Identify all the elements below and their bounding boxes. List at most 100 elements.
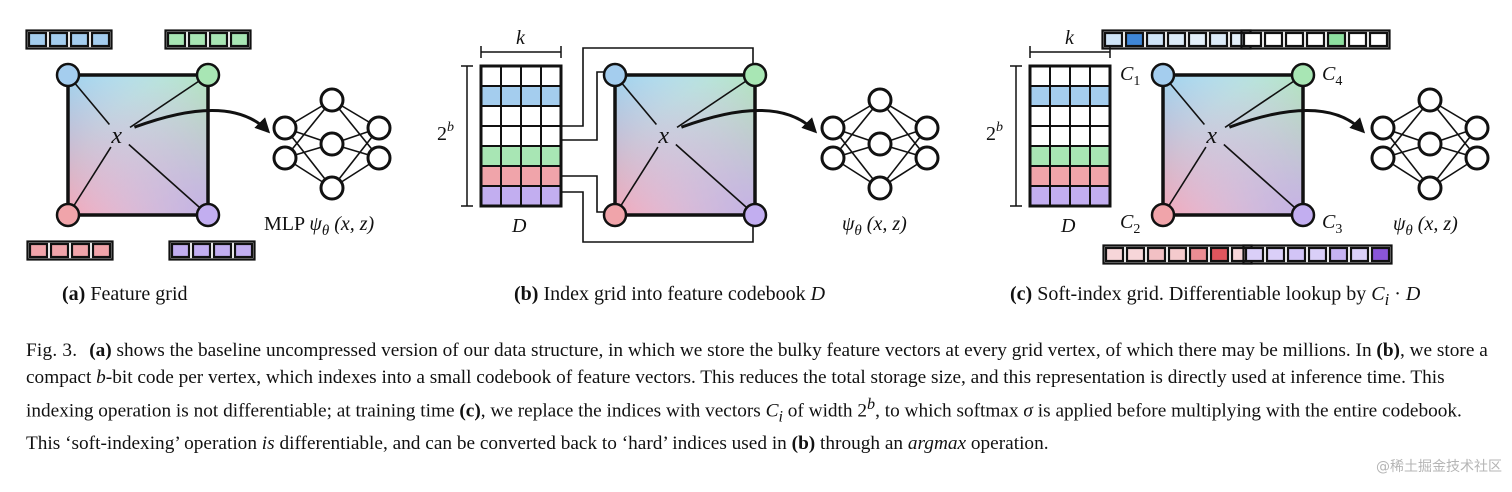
feature-cell: [233, 242, 254, 259]
mlp-neuron: [272, 115, 298, 141]
feature-cell: [1286, 246, 1307, 263]
feature-cell: [1208, 31, 1229, 48]
grid-cell-tint-purple: [1163, 75, 1303, 215]
feature-cell: [1307, 246, 1328, 263]
feature-grid-cell: x: [55, 62, 271, 228]
index-wire: [561, 47, 754, 127]
codebook-width-label: k: [516, 27, 526, 49]
grid-cell-border: [613, 73, 757, 217]
codebook-cell: [520, 145, 542, 167]
mlp-label: ψθ (x, z): [842, 213, 907, 239]
vertex-feature-vector-blue: [25, 29, 113, 50]
corner-label-c3: C3: [1322, 211, 1342, 237]
feature-cell: [191, 242, 212, 259]
index-grid-cell: x: [602, 62, 818, 228]
codebook-cell: [1089, 145, 1111, 167]
grid-cell-border: [1161, 73, 1305, 217]
codebook-cell: [500, 125, 522, 147]
codebook-cell: [480, 185, 502, 207]
codebook-cell: [1069, 185, 1091, 207]
codebook-cell: [500, 185, 522, 207]
interpolation-line: [1223, 143, 1304, 216]
codebook-border: [1028, 64, 1112, 208]
interpolation-line: [128, 143, 209, 216]
feature-cell: [1124, 31, 1145, 48]
grid-vertex: [742, 202, 768, 228]
codebook-cell: [1049, 85, 1071, 107]
codebook-height-label: 2b: [437, 120, 454, 145]
codebook-cell: [520, 185, 542, 207]
codebook-cell: [540, 85, 562, 107]
codebook-cell: [1049, 165, 1071, 187]
feature-cell: [1347, 31, 1368, 48]
codebook-cell: [540, 125, 562, 147]
codebook-cell: [540, 165, 562, 187]
codebook-cell: [1089, 185, 1111, 207]
mlp-neuron: [319, 87, 345, 113]
watermark: @稀土掘金技术社区: [1376, 459, 1502, 475]
mlp-network: [272, 87, 392, 201]
codebook-cell: [520, 65, 542, 87]
grid-vertex: [742, 62, 768, 88]
mlp-neuron: [1370, 115, 1396, 141]
soft-index-vector-c1: [1101, 29, 1252, 50]
feature-vector-border: [1240, 29, 1391, 50]
feature-cell: [1103, 31, 1124, 48]
codebook-cell: [1089, 125, 1111, 147]
feature-cell: [1370, 246, 1391, 263]
codebook-cell: [1029, 125, 1051, 147]
mlp-neuron: [820, 115, 846, 141]
grid-vertex: [55, 202, 81, 228]
mlp-edge: [1382, 127, 1431, 189]
feature-cell: [27, 31, 48, 48]
mlp-neuron: [867, 175, 893, 201]
feature-cell: [212, 242, 233, 259]
codebook-cell: [500, 105, 522, 127]
codebook-cell: [1029, 105, 1051, 127]
interpolation-line: [129, 74, 209, 129]
codebook-cell: [1069, 85, 1091, 107]
feature-cell: [1326, 31, 1347, 48]
mlp-neuron: [1370, 145, 1396, 171]
feature-vector-border: [25, 29, 113, 50]
feature-cell: [1368, 31, 1389, 48]
feature-cell: [48, 31, 69, 48]
mlp-neuron: [867, 87, 893, 113]
feature-cell: [1145, 31, 1166, 48]
codebook-cell: [1069, 105, 1091, 127]
codebook-label: D: [1060, 215, 1076, 237]
grid-vertex: [55, 62, 81, 88]
codebook-cell: [1049, 185, 1071, 207]
corner-label-c1: C1: [1120, 63, 1140, 89]
codebook-cell: [520, 105, 542, 127]
mlp-edge: [284, 127, 333, 189]
mlp-neuron: [1464, 145, 1490, 171]
mlp-neuron: [867, 131, 893, 157]
codebook-cell: [1049, 125, 1071, 147]
mlp-neuron: [1464, 115, 1490, 141]
codebook-cell: [1029, 145, 1051, 167]
codebook-cell: [520, 125, 542, 147]
mlp-neuron: [914, 115, 940, 141]
soft-index-vector-c3: [1242, 244, 1393, 265]
mlp-edge: [331, 127, 380, 189]
feature-cell: [1263, 31, 1284, 48]
figure-label: Fig. 3.: [26, 340, 78, 361]
codebook-cell: [480, 145, 502, 167]
codebook-cell: [1049, 65, 1071, 87]
feature-vector-border: [168, 240, 256, 261]
codebook-cell: [480, 165, 502, 187]
feature-cell: [1328, 246, 1349, 263]
panel-c-caption: (c) Soft-index grid. Differentiable look…: [1010, 283, 1421, 309]
feature-cell: [1244, 246, 1265, 263]
codebook-cell: [480, 65, 502, 87]
feature-cell: [49, 242, 70, 259]
codebook-cell: [520, 165, 542, 187]
arrow-to-mlp: [133, 108, 271, 134]
feature-cell: [69, 31, 90, 48]
